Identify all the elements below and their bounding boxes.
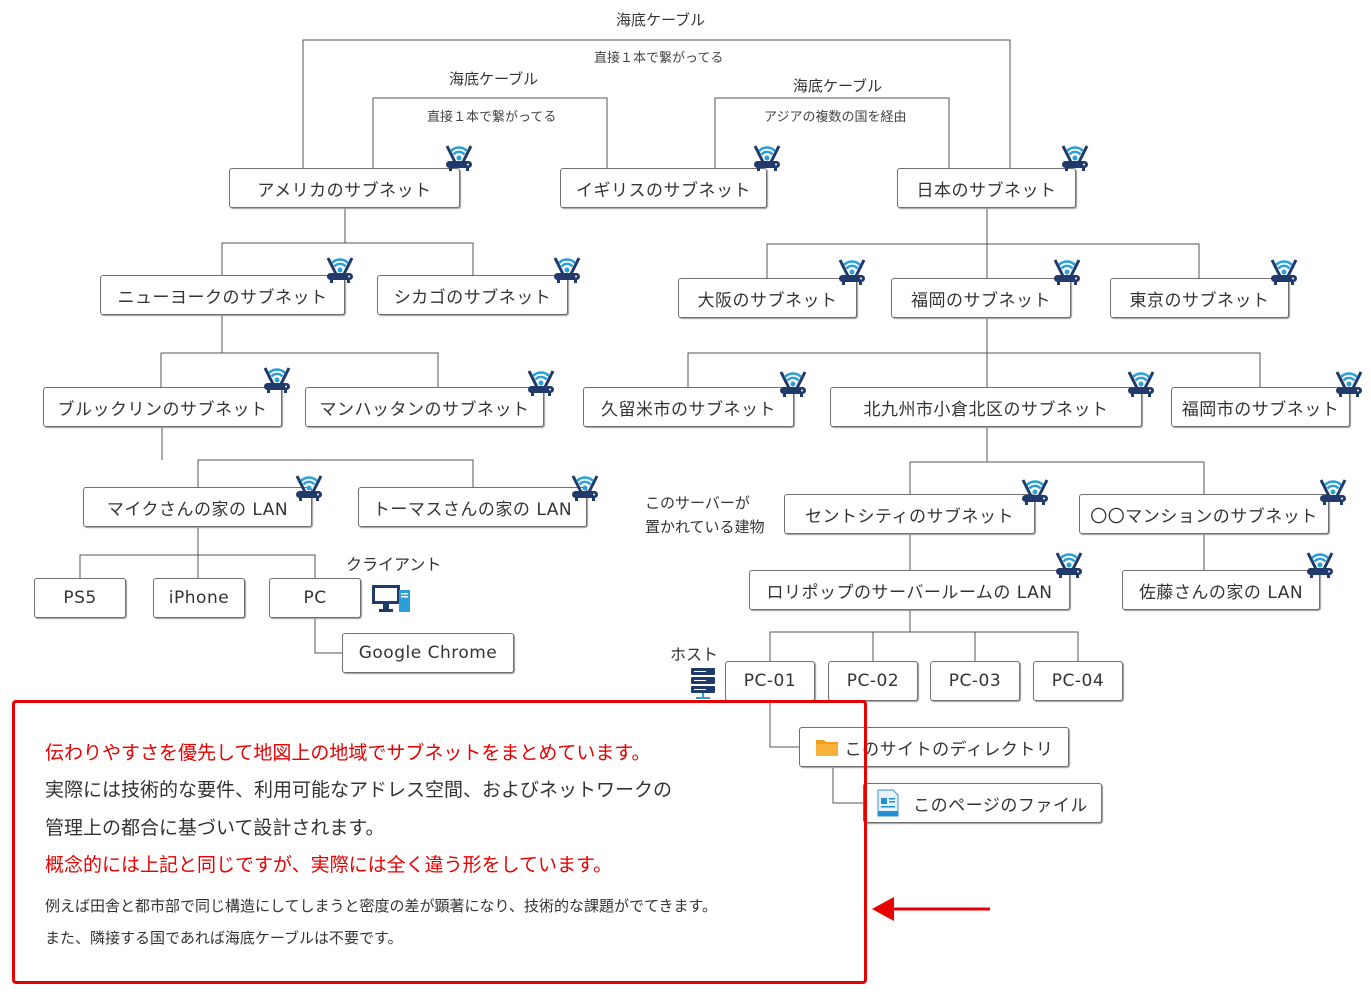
wifi-router-icon bbox=[570, 474, 600, 502]
cable-note-top: 直接１本で繋がってる bbox=[594, 51, 724, 66]
node-tokyo-subnet[interactable]: 東京のサブネット bbox=[1110, 278, 1289, 318]
server-icon bbox=[691, 668, 715, 699]
node-chicago-subnet[interactable]: シカゴのサブネット bbox=[377, 275, 568, 315]
wifi-router-icon bbox=[778, 370, 808, 398]
node-fukuoka-city-subnet[interactable]: 福岡市のサブネット bbox=[1171, 387, 1350, 427]
wifi-router-icon bbox=[1318, 478, 1348, 506]
cable-label-uk-jp: 海底ケーブル bbox=[793, 77, 883, 95]
cable-label-us-uk: 海底ケーブル bbox=[449, 70, 539, 88]
node-page-file[interactable]: このページのファイル bbox=[863, 783, 1102, 823]
note-line-1: 伝わりやすさを優先して地図上の地域でサブネットをまとめています。 bbox=[45, 742, 651, 764]
explanation-note-box: 伝わりやすさを優先して地図上の地域でサブネットをまとめています。 実際には技術的… bbox=[12, 700, 867, 984]
page-file-label: このページのファイル bbox=[913, 795, 1088, 816]
node-fukuoka-subnet[interactable]: 福岡のサブネット bbox=[891, 278, 1071, 318]
wifi-router-icon bbox=[1269, 258, 1299, 286]
node-brooklyn-subnet[interactable]: ブルックリンのサブネット bbox=[43, 387, 282, 427]
wifi-router-icon bbox=[526, 369, 556, 397]
node-kitakyushu-subnet[interactable]: 北九州市小倉北区のサブネット bbox=[830, 387, 1142, 427]
node-ps5[interactable]: PS5 bbox=[34, 578, 126, 618]
note-line-6: また、隣接する国であれば海底ケーブルは不要です。 bbox=[45, 929, 403, 947]
node-pc-01[interactable]: PC-01 bbox=[725, 661, 815, 701]
node-thomas-lan[interactable]: トーマスさんの家の LAN bbox=[358, 487, 587, 527]
client-label: クライアント bbox=[346, 555, 442, 574]
note-line-4: 概念的には上記と同じですが、実際には全く違う形をしています。 bbox=[45, 854, 613, 876]
server-building-label-line2: 置かれている建物 bbox=[645, 518, 765, 536]
node-kurume-subnet[interactable]: 久留米市のサブネット bbox=[583, 387, 794, 427]
node-iphone[interactable]: iPhone bbox=[153, 578, 245, 618]
wifi-router-icon bbox=[444, 144, 474, 172]
arrow-head bbox=[872, 897, 894, 921]
wifi-router-icon bbox=[262, 366, 292, 394]
wifi-router-icon bbox=[1126, 370, 1156, 398]
node-pc-04[interactable]: PC-04 bbox=[1033, 661, 1123, 701]
note-line-5: 例えば田舎と都市部で同じ構造にしてしまうと密度の差が顕著になり、技術的な課題がで… bbox=[45, 897, 718, 915]
node-mansion-subnet[interactable]: 〇〇マンションのサブネット bbox=[1079, 494, 1329, 534]
node-lolipop-lan[interactable]: ロリポップのサーバールームの LAN bbox=[749, 570, 1070, 610]
cable-note-uk-jp: アジアの複数の国を経由 bbox=[764, 110, 907, 125]
node-uk-subnet[interactable]: イギリスのサブネット bbox=[560, 168, 767, 208]
wifi-router-icon bbox=[1054, 551, 1084, 579]
cable-label-top: 海底ケーブル bbox=[616, 11, 706, 29]
node-manhattan-subnet[interactable]: マンハッタンのサブネット bbox=[305, 387, 544, 427]
wifi-router-icon bbox=[1020, 478, 1050, 506]
site-directory-label: このサイトのディレクトリ bbox=[844, 739, 1054, 760]
wifi-router-icon bbox=[294, 474, 324, 502]
node-america-subnet[interactable]: アメリカのサブネット bbox=[229, 168, 460, 208]
note-line-3: 管理上の都合に基づいて設計されます。 bbox=[45, 817, 385, 839]
node-japan-subnet[interactable]: 日本のサブネット bbox=[897, 168, 1076, 208]
wifi-router-icon bbox=[1305, 551, 1335, 579]
document-file-icon bbox=[877, 789, 899, 817]
node-pc-02[interactable]: PC-02 bbox=[828, 661, 918, 701]
node-google-chrome[interactable]: Google Chrome bbox=[342, 633, 514, 673]
wifi-router-icon bbox=[552, 256, 582, 284]
server-building-label-line1: このサーバーが bbox=[645, 494, 750, 512]
node-centcity-subnet[interactable]: セントシティのサブネット bbox=[784, 494, 1035, 534]
wifi-router-icon bbox=[1334, 370, 1364, 398]
wifi-router-icon bbox=[1052, 258, 1082, 286]
wifi-router-icon bbox=[325, 256, 355, 284]
host-label: ホスト bbox=[670, 645, 719, 664]
node-sato-lan[interactable]: 佐藤さんの家の LAN bbox=[1122, 570, 1320, 610]
wifi-router-icon bbox=[1060, 144, 1090, 172]
node-newyork-subnet[interactable]: ニューヨークのサブネット bbox=[100, 275, 345, 315]
node-mike-lan[interactable]: マイクさんの家の LAN bbox=[83, 487, 312, 527]
desktop-computer-icon bbox=[372, 585, 410, 612]
wifi-router-icon bbox=[752, 144, 782, 172]
wifi-router-icon bbox=[837, 258, 867, 286]
node-pc-03[interactable]: PC-03 bbox=[930, 661, 1020, 701]
node-site-directory[interactable]: このサイトのディレクトリ bbox=[799, 727, 1069, 767]
note-line-2: 実際には技術的な要件、利用可能なアドレス空間、およびネットワークの bbox=[45, 779, 673, 801]
node-osaka-subnet[interactable]: 大阪のサブネット bbox=[678, 278, 857, 318]
node-pc[interactable]: PC bbox=[269, 578, 361, 618]
folder-icon bbox=[815, 740, 838, 756]
cable-note-us-uk: 直接１本で繋がってる bbox=[427, 110, 557, 125]
